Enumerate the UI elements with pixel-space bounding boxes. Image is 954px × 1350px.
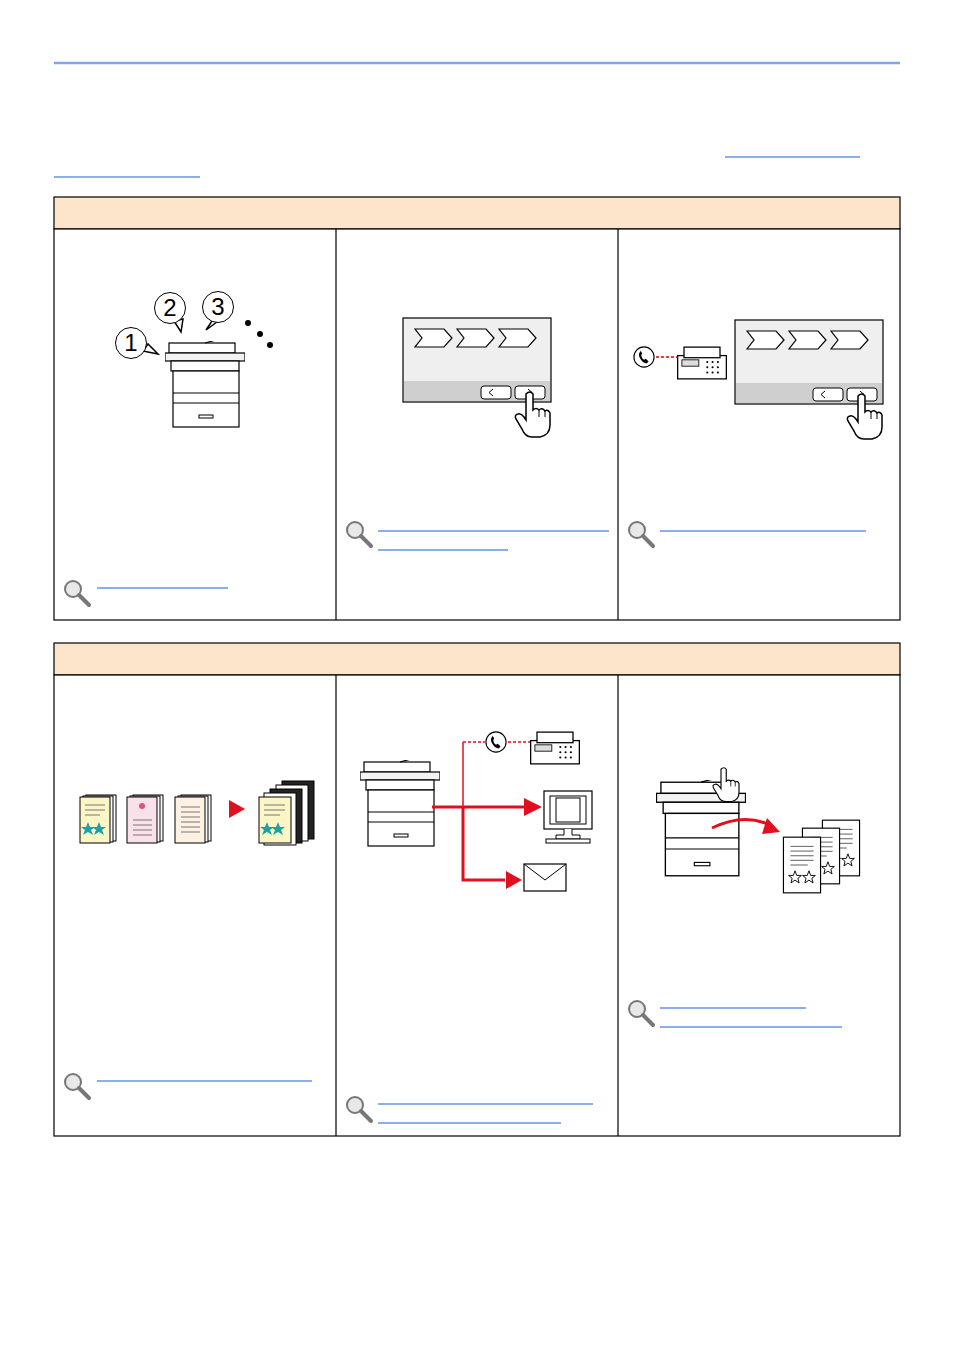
callout-bubble: 1 xyxy=(115,327,147,359)
callout-number: 2 xyxy=(163,296,176,320)
callout-number: 1 xyxy=(124,331,137,355)
callout-number: 3 xyxy=(211,295,224,319)
callout-bubble: 3 xyxy=(202,291,234,323)
callout-bubble: 2 xyxy=(154,292,186,324)
